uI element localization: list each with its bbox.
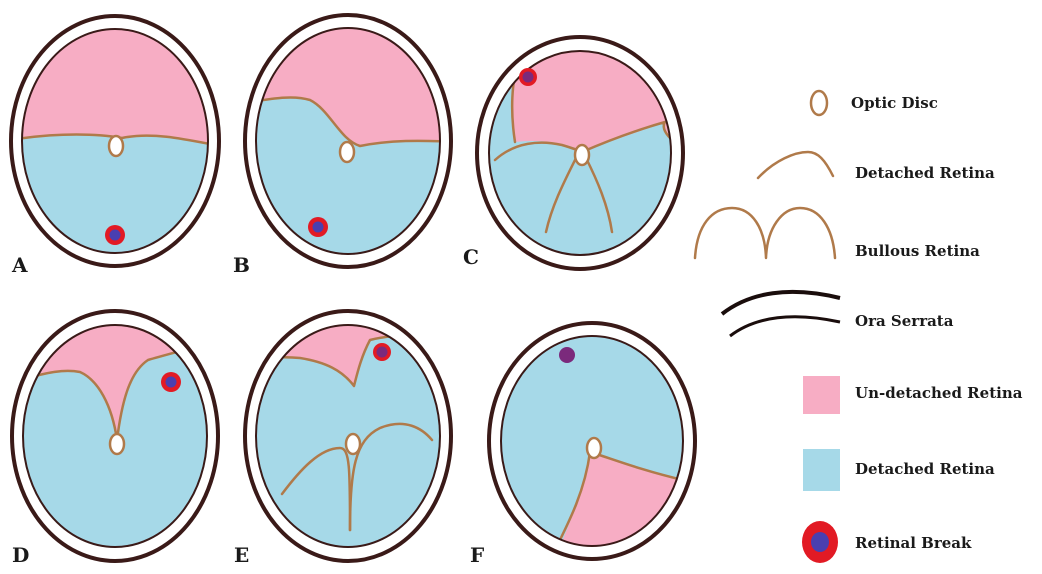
panel-d: D xyxy=(10,310,220,567)
optic-disc xyxy=(575,145,589,165)
legend-label-detached-retina-line: Detached Retina xyxy=(855,164,995,182)
undetached-retina-area xyxy=(10,20,220,146)
legend-item-detached-retina-line: Detached Retina xyxy=(758,152,995,182)
optic-disc xyxy=(346,434,360,454)
panel-e: E xyxy=(234,310,455,567)
legend-item-undetached-retina: Un-detached Retina xyxy=(803,376,1023,414)
detached-retina-swatch xyxy=(803,449,840,491)
retinal-break xyxy=(559,347,575,363)
retinal-break-core xyxy=(166,377,177,388)
panel-letter-e: E xyxy=(234,543,249,567)
legend-item-detached-retina-area: Detached Retina xyxy=(803,449,995,491)
retinal-break-core xyxy=(313,222,324,233)
panel-c: C xyxy=(463,37,690,270)
optic-disc xyxy=(109,136,123,156)
legend: Optic Disc Detached Retina Bullous Retin… xyxy=(695,91,1023,563)
legend-label-ora-serrata: Ora Serrata xyxy=(855,312,954,330)
panel-letter-c: C xyxy=(463,245,479,269)
optic-disc xyxy=(587,438,601,458)
legend-label-optic-disc: Optic Disc xyxy=(851,94,938,112)
ora-serrata-swatch-inner xyxy=(730,317,840,336)
retinal-break-swatch-core xyxy=(811,532,829,552)
detached-retina-line-swatch xyxy=(758,152,833,178)
legend-label-bullous-retina: Bullous Retina xyxy=(855,242,980,260)
optic-disc xyxy=(110,434,124,454)
retinal-break-core xyxy=(377,347,388,358)
retinal-break-core xyxy=(523,72,534,83)
legend-label-retinal-break: Retinal Break xyxy=(855,534,972,552)
legend-label-detached-retina-area: Detached Retina xyxy=(855,460,995,478)
undetached-retina-swatch xyxy=(803,376,840,414)
bullous-retina-swatch xyxy=(695,208,835,258)
legend-item-retinal-break: Retinal Break xyxy=(802,521,972,563)
ora-serrata-swatch xyxy=(722,292,840,314)
panel-letter-d: D xyxy=(12,543,29,567)
legend-item-ora-serrata: Ora Serrata xyxy=(722,292,954,336)
panel-letter-b: B xyxy=(233,253,250,277)
panel-f: F xyxy=(470,320,700,567)
panel-b: B xyxy=(233,10,455,277)
panel-letter-f: F xyxy=(470,543,484,567)
optic-disc xyxy=(340,142,354,162)
panel-a: A xyxy=(10,16,220,277)
legend-label-undetached-retina: Un-detached Retina xyxy=(855,384,1023,402)
optic-disc-swatch xyxy=(811,91,827,115)
retinal-break-core xyxy=(110,230,121,241)
panel-letter-a: A xyxy=(11,253,28,277)
legend-item-optic-disc: Optic Disc xyxy=(811,91,938,115)
legend-item-bullous-retina: Bullous Retina xyxy=(695,208,980,260)
